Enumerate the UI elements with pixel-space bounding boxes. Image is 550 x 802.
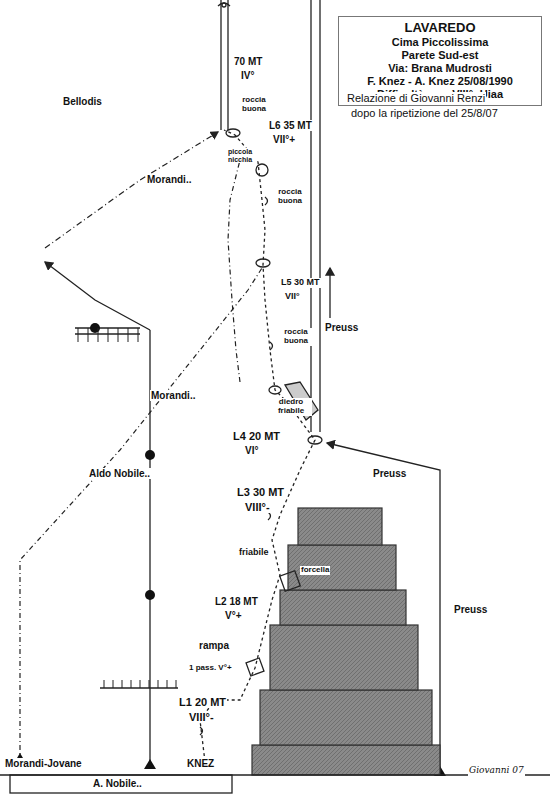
pitch-grade: VII°	[284, 292, 301, 302]
rock-note: friabile	[238, 548, 270, 558]
pitch-length: L1 20 MT	[178, 696, 227, 708]
ladder-tick	[138, 328, 139, 342]
nobile-route	[45, 262, 178, 768]
pitch-length: L3 30 MT	[236, 486, 285, 498]
pitch-length: L4 20 MT	[232, 430, 281, 442]
ladder-tick	[122, 680, 123, 688]
route-info: F. Knez - A. Knez 25/08/1990	[345, 75, 535, 88]
feature-note: piccola nicchia	[224, 148, 256, 163]
route-name: Aldo Nobile..	[88, 468, 151, 479]
route-name: Morandi-Jovane	[4, 758, 83, 769]
pitch-length: 70 MT	[233, 56, 263, 67]
route-name: Morandi..	[146, 174, 192, 185]
route-name: Preuss	[453, 604, 488, 615]
route-name: A. Nobile..	[92, 778, 143, 789]
pitch-length: L5 30 MT	[280, 278, 321, 288]
start-triangle	[144, 759, 156, 769]
feature-note: rampa	[198, 640, 230, 651]
pillar-lines	[218, 0, 320, 432]
ladder-tick	[108, 328, 109, 342]
ladder-ticks	[78, 328, 176, 688]
route-name: Morandi..	[150, 390, 196, 401]
bellodis-route	[45, 132, 218, 248]
signature: Giovanni 07	[468, 766, 525, 776]
credit-note: dopo la ripetizione del 25/8/07	[350, 107, 499, 119]
ground	[0, 775, 550, 793]
route-name: KNEZ	[186, 758, 215, 769]
route-name: Preuss	[324, 322, 359, 333]
feature-note: 1 pass. V°+	[188, 664, 233, 673]
rock-tower	[252, 508, 440, 775]
rock-note: roccia buona	[272, 188, 308, 206]
ladder-tick	[176, 680, 177, 688]
pitch-grade: VII°+	[272, 134, 296, 145]
ladder-tick	[113, 680, 114, 688]
morandi-route	[20, 160, 262, 762]
pitch-grade: VIII°-	[244, 501, 271, 513]
route-info: Parete Sud-est	[345, 49, 535, 62]
ladder-tick	[78, 328, 79, 342]
rock-note: roccia buona	[278, 328, 314, 346]
ladder-tick	[131, 680, 132, 688]
ladder-tick	[98, 328, 99, 342]
credit-note: Relazione di Giovanni Renzi	[346, 92, 486, 104]
ladder-tick	[158, 680, 159, 688]
pitch-grade: IV°	[240, 70, 255, 81]
rock-note: roccia buona	[236, 96, 272, 114]
ladder-tick	[128, 328, 129, 342]
pitch-length: L6 35 MT	[268, 120, 313, 131]
route-title: LAVAREDO	[345, 20, 535, 36]
pitch-grade: VI°	[244, 445, 259, 456]
ladder-tick	[149, 680, 150, 688]
ladder-tick	[88, 328, 89, 342]
feature-note: forcella	[300, 566, 330, 575]
route-info: Via: Brana Mudrosti	[345, 62, 535, 75]
feature-note: diedro friabile	[270, 398, 312, 416]
pitch-grade: VIII°-	[188, 711, 215, 723]
pitch-grade: V°+	[224, 610, 243, 621]
ladder-tick	[118, 328, 119, 342]
ladder-tick	[167, 680, 168, 688]
ladder-tick	[140, 680, 141, 688]
route-name: Bellodis	[62, 96, 103, 107]
belay-dots	[90, 323, 155, 600]
route-info: Cima Piccolissima	[345, 36, 535, 49]
route-name: Preuss	[372, 468, 407, 479]
pitch-length: L2 18 MT	[214, 596, 259, 607]
ladder-tick	[104, 680, 105, 688]
